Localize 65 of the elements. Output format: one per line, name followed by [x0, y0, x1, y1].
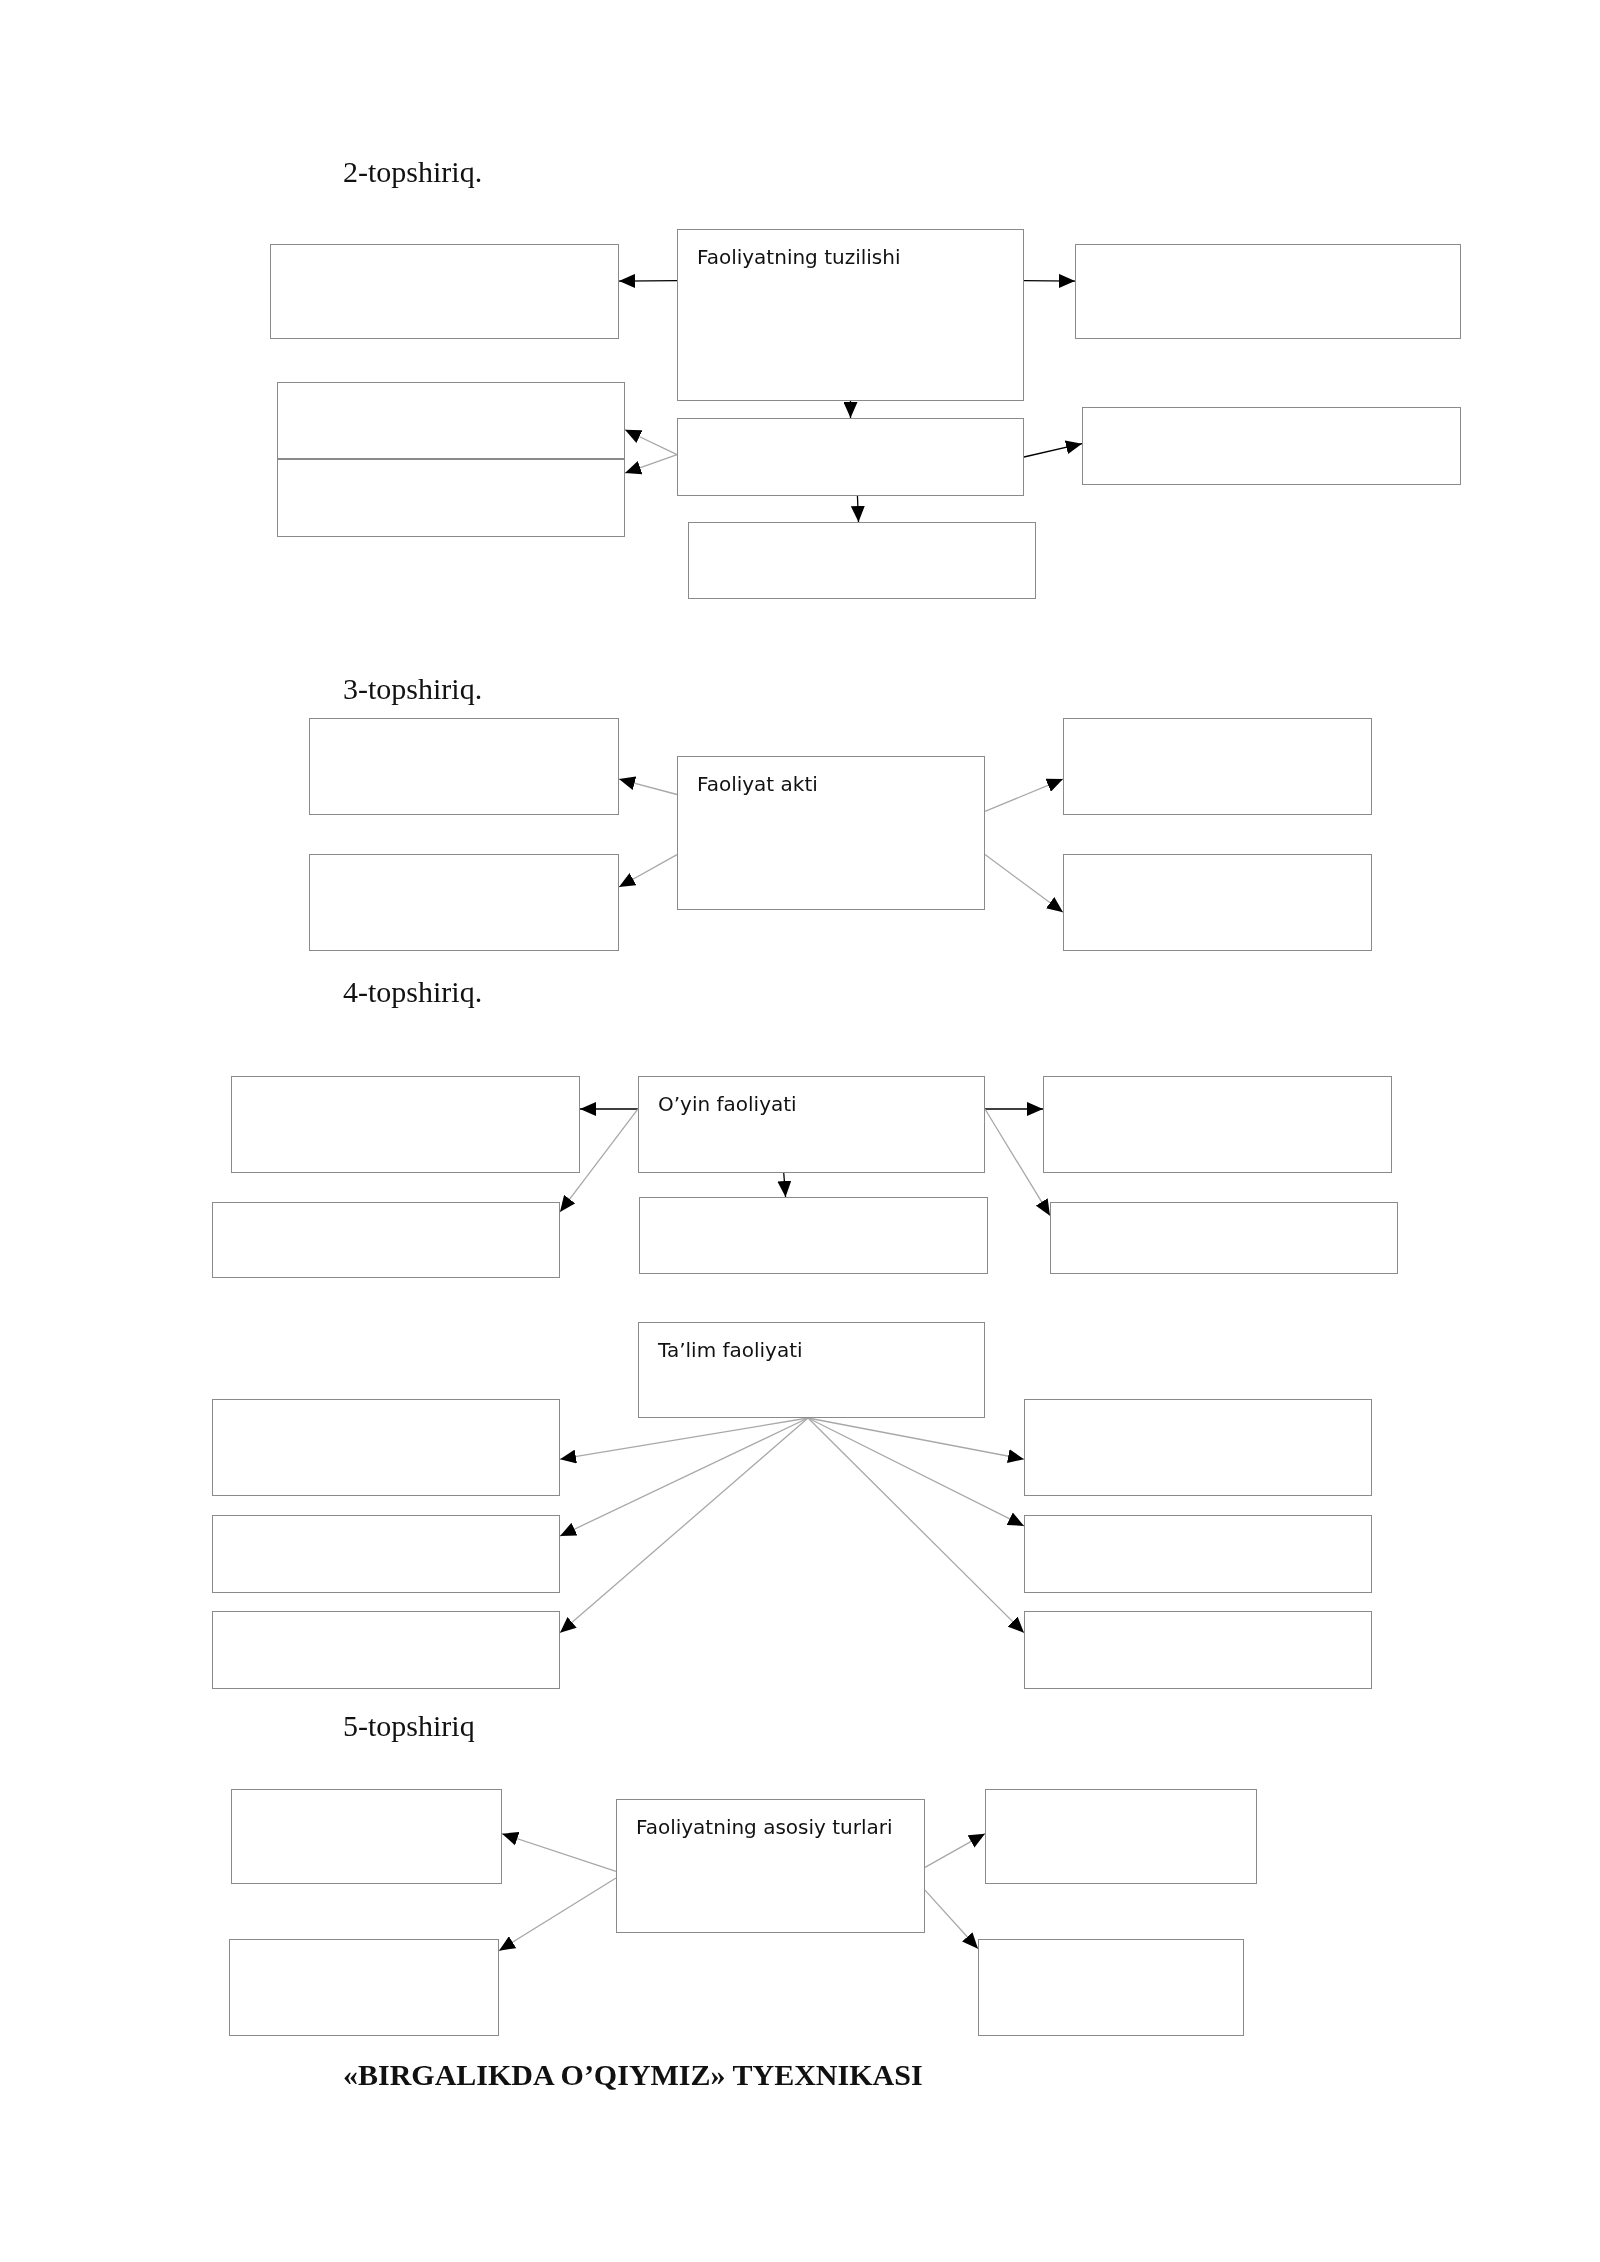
arrow: [924, 1889, 979, 1950]
arrow: [498, 1877, 617, 1952]
arrow: [559, 1417, 809, 1537]
arrow: [984, 853, 1064, 913]
empty-box: [1063, 854, 1372, 951]
arrow: [501, 1832, 617, 1872]
empty-box: [229, 1939, 499, 2036]
arrow: [924, 1833, 986, 1868]
arrow: [807, 1417, 1025, 1634]
empty-box: [1024, 1399, 1372, 1496]
arrow: [807, 1417, 1025, 1527]
arrow: [618, 273, 678, 288]
empty-box: [1024, 1611, 1372, 1689]
empty-box: [1063, 718, 1372, 815]
empty-box: [212, 1515, 560, 1593]
section-heading: «BIRGALIKDA O’QIYMIZ» TYEXNIKASI: [343, 2058, 923, 2092]
arrow: [984, 1108, 1051, 1217]
task-heading: 4-topshiriq.: [343, 975, 483, 1009]
empty-box: [1075, 244, 1461, 339]
arrow: [624, 429, 678, 456]
empty-box: [309, 854, 619, 951]
arrow: [624, 454, 678, 475]
arrow: [559, 1108, 639, 1213]
empty-box: [231, 1076, 580, 1173]
empty-box: [1082, 407, 1461, 485]
empty-box: [270, 244, 619, 339]
empty-box: [277, 459, 625, 537]
task-heading: 3-topshiriq.: [343, 672, 483, 706]
empty-box: [688, 522, 1036, 599]
box-label: O’yin faoliyati: [658, 1091, 798, 1118]
task-heading: 5-topshiriq: [343, 1709, 475, 1743]
empty-box: [639, 1197, 988, 1274]
arrow: [777, 1172, 792, 1198]
empty-box: [212, 1202, 560, 1278]
empty-box: [309, 718, 619, 815]
arrow: [1023, 273, 1076, 288]
box-label: Ta’lim faoliyati: [658, 1337, 804, 1364]
empty-box: [277, 382, 625, 459]
empty-box: [1043, 1076, 1392, 1173]
box-label: Faoliyatning tuzilishi: [697, 244, 902, 271]
empty-box: [212, 1399, 560, 1496]
text-box: [677, 756, 985, 910]
empty-box: [1050, 1202, 1398, 1274]
empty-box: [212, 1611, 560, 1689]
arrow: [618, 776, 678, 796]
text-box: [616, 1799, 925, 1933]
empty-box: [978, 1939, 1244, 2036]
text-box: [638, 1076, 985, 1173]
empty-box: [985, 1789, 1257, 1884]
text-box: [638, 1322, 985, 1418]
arrow: [618, 853, 678, 888]
empty-box: [1024, 1515, 1372, 1593]
arrow: [843, 400, 858, 419]
empty-box: [231, 1789, 502, 1884]
box-label: Faoliyatning asosiy turlari: [636, 1814, 894, 1841]
arrow: [579, 1102, 639, 1116]
box-label: Faoliyat akti: [697, 771, 819, 798]
arrow: [1023, 440, 1083, 458]
task-heading: 2-topshiriq.: [343, 155, 483, 189]
arrow: [559, 1417, 809, 1634]
empty-box: [677, 418, 1024, 496]
arrow: [984, 1102, 1044, 1116]
text-box: [677, 229, 1024, 401]
arrow: [850, 495, 865, 523]
arrow: [984, 778, 1064, 813]
